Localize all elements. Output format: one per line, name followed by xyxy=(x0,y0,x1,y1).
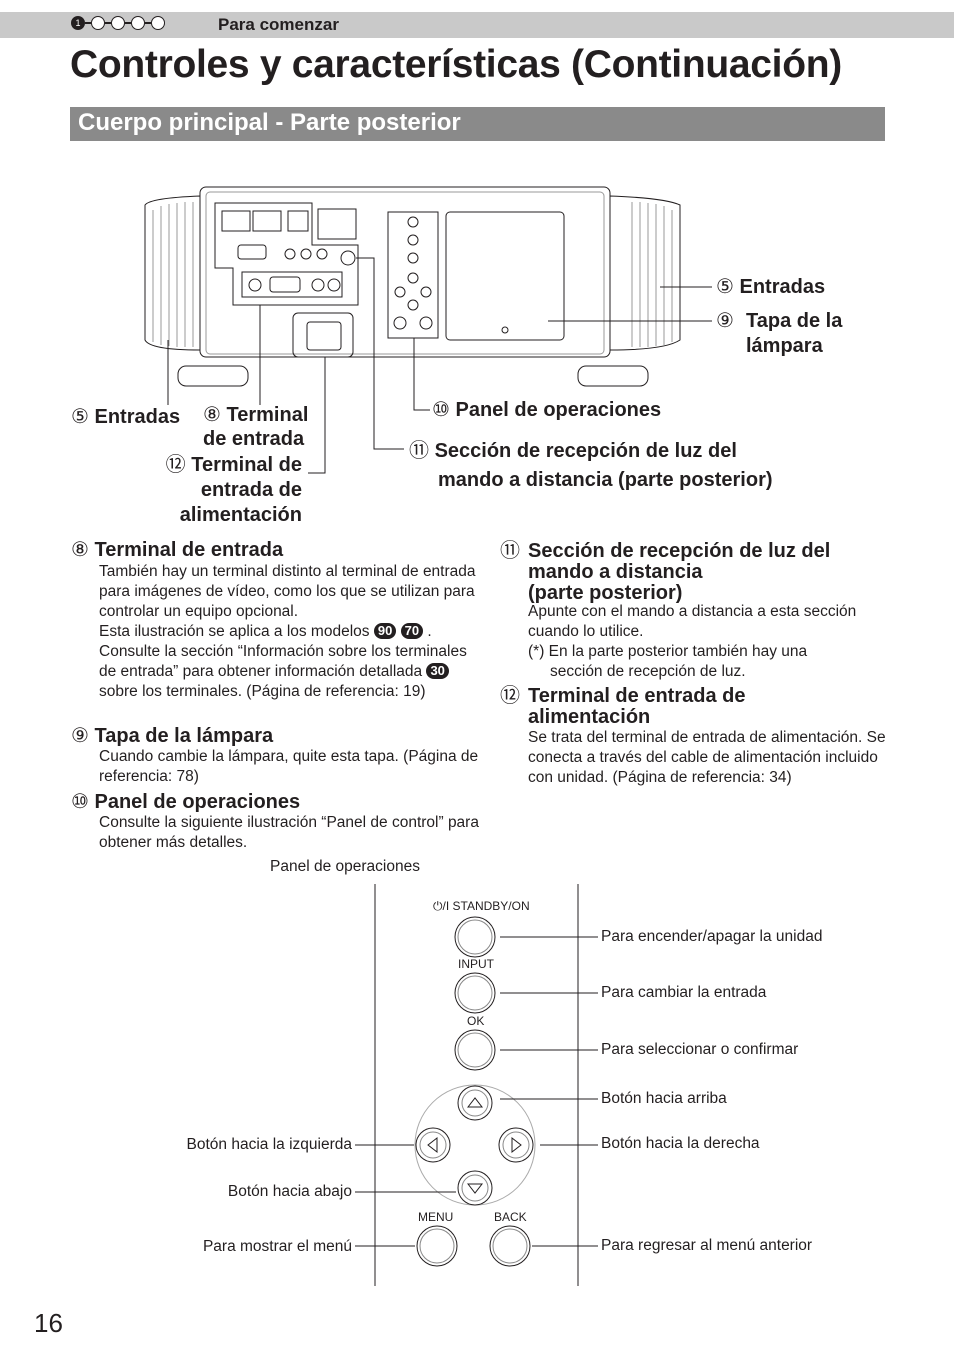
label-left: Botón hacia la izquierda xyxy=(186,1136,352,1153)
step-dot xyxy=(91,16,105,30)
page-title: Controles y características (Continuació… xyxy=(70,43,842,86)
section-9-body: Cuando cambie la lámpara, quite esta tap… xyxy=(99,748,479,785)
label-back: Para regresar al menú anterior xyxy=(601,1237,813,1254)
label-standby: Para encender/apagar la unidad xyxy=(601,928,823,945)
label-menu: Para mostrar el menú xyxy=(202,1238,352,1255)
callout-receptor: ⑪ Sección de recepción de luz del mando … xyxy=(409,440,773,491)
callout-entradas-right: ⑤ Entradas xyxy=(716,276,826,298)
panel-caption: Panel de operaciones xyxy=(270,858,420,875)
section-name: Para comenzar xyxy=(218,15,339,34)
step-dot-current: 1 xyxy=(71,16,85,30)
section-9-heading: ⑨ Tapa de la lámpara xyxy=(71,725,274,747)
callout-entradas-left: ⑤ Entradas xyxy=(71,406,181,428)
section-11-note: (*) En la parte posterior también hay un… xyxy=(528,643,808,680)
menu-button[interactable] xyxy=(417,1226,457,1266)
right-button[interactable] xyxy=(499,1128,533,1162)
input-button[interactable] xyxy=(455,973,495,1013)
power-icon: ⏻/I xyxy=(433,899,450,913)
section-12-body: Se trata del terminal de entrada de alim… xyxy=(528,729,886,786)
callout-terminal-entrada: ⑧ Terminal de entrada xyxy=(203,404,309,450)
model-badge: 30 xyxy=(426,663,449,679)
label-up: Botón hacia arriba xyxy=(601,1090,727,1107)
operation-panel-diagram xyxy=(355,884,598,1286)
label-ok: Para seleccionar o confirmar xyxy=(601,1041,799,1058)
section-8-body: También hay un terminal distinto al term… xyxy=(99,563,476,700)
section-11-body: Apunte con el mando a distancia a esta s… xyxy=(528,603,857,680)
subtitle: Cuerpo principal - Parte posterior xyxy=(78,109,461,136)
label-right: Botón hacia la derecha xyxy=(601,1135,760,1152)
page-number: 16 xyxy=(34,1308,63,1338)
step-dot xyxy=(111,16,125,30)
ok-label: OK xyxy=(467,1014,485,1028)
label-input: Para cambiar la entrada xyxy=(601,984,767,1001)
ok-button[interactable] xyxy=(455,1030,495,1070)
label-down: Botón hacia abajo xyxy=(227,1183,352,1200)
section-11-heading: ⑪ Sección de recepción de luz del mando … xyxy=(500,540,831,604)
standby-label: ⏻/I STANDBY/ON xyxy=(433,899,530,913)
model-badge: 90 xyxy=(373,623,397,639)
callout-panel: ⑩ Panel de operaciones xyxy=(432,399,662,421)
standby-button[interactable] xyxy=(455,917,495,957)
step-indicator: 1 xyxy=(71,16,165,30)
section-12-heading: ⑫ Terminal de entrada de alimentación xyxy=(500,685,746,728)
back-button[interactable] xyxy=(490,1226,530,1266)
left-button[interactable] xyxy=(416,1128,450,1162)
step-dot xyxy=(151,16,165,30)
section-10-heading: ⑩ Panel de operaciones xyxy=(71,791,301,813)
menu-label: MENU xyxy=(418,1210,454,1224)
up-button[interactable] xyxy=(458,1086,492,1120)
subtitle-bar xyxy=(70,107,885,141)
step-dot xyxy=(131,16,145,30)
projector-rear-illustration xyxy=(144,186,712,474)
down-button[interactable] xyxy=(458,1171,492,1205)
callout-alimentacion: ⑫ Terminal de entrada de alimentación xyxy=(165,454,302,526)
input-label: INPUT xyxy=(458,957,494,971)
back-label: BACK xyxy=(494,1210,527,1224)
callout-tapa: ⑨ Tapa de la lámpara xyxy=(716,310,843,357)
section-10-body: Consulte la siguiente ilustración “Panel… xyxy=(99,814,479,851)
model-badge: 70 xyxy=(400,623,424,639)
section-8-heading: ⑧ Terminal de entrada xyxy=(71,539,284,561)
